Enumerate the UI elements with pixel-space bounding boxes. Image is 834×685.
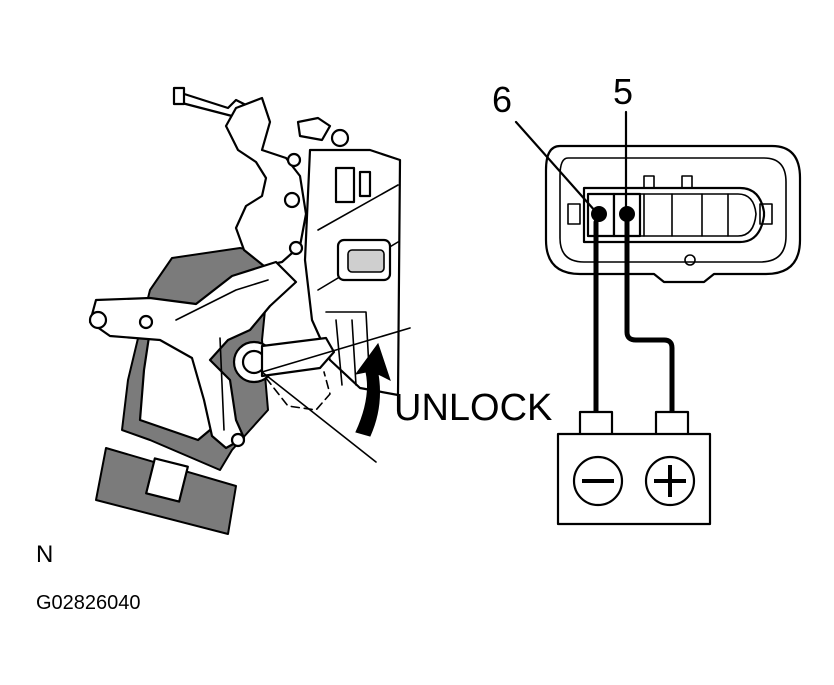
connector-inner-shell xyxy=(559,157,787,263)
motor-connector xyxy=(544,144,802,284)
terminal-5-pin xyxy=(619,206,635,222)
unlock-arrow xyxy=(354,342,391,437)
battery-negative-post xyxy=(578,410,614,438)
pin-label-5: 5 xyxy=(613,71,633,112)
door-lock-actuator xyxy=(88,86,411,535)
figure-code: G02826040 xyxy=(36,592,141,614)
lever-arm xyxy=(88,260,298,450)
battery-positive-post xyxy=(654,410,690,438)
connector-outer-shell xyxy=(544,144,802,284)
battery xyxy=(556,410,712,526)
view-label: N xyxy=(36,541,53,568)
motion-line-lower xyxy=(261,371,377,463)
connector-cavity xyxy=(582,186,766,244)
motion-line-upper xyxy=(261,327,411,373)
lever-alt-position xyxy=(265,371,331,411)
pin-label-6: 6 xyxy=(492,79,512,120)
pin-6-leader xyxy=(514,120,598,214)
lever-plate-top xyxy=(224,96,308,268)
unlock-label: UNLOCK xyxy=(394,387,552,429)
wire-positive xyxy=(624,219,675,423)
base-slot xyxy=(145,457,189,503)
